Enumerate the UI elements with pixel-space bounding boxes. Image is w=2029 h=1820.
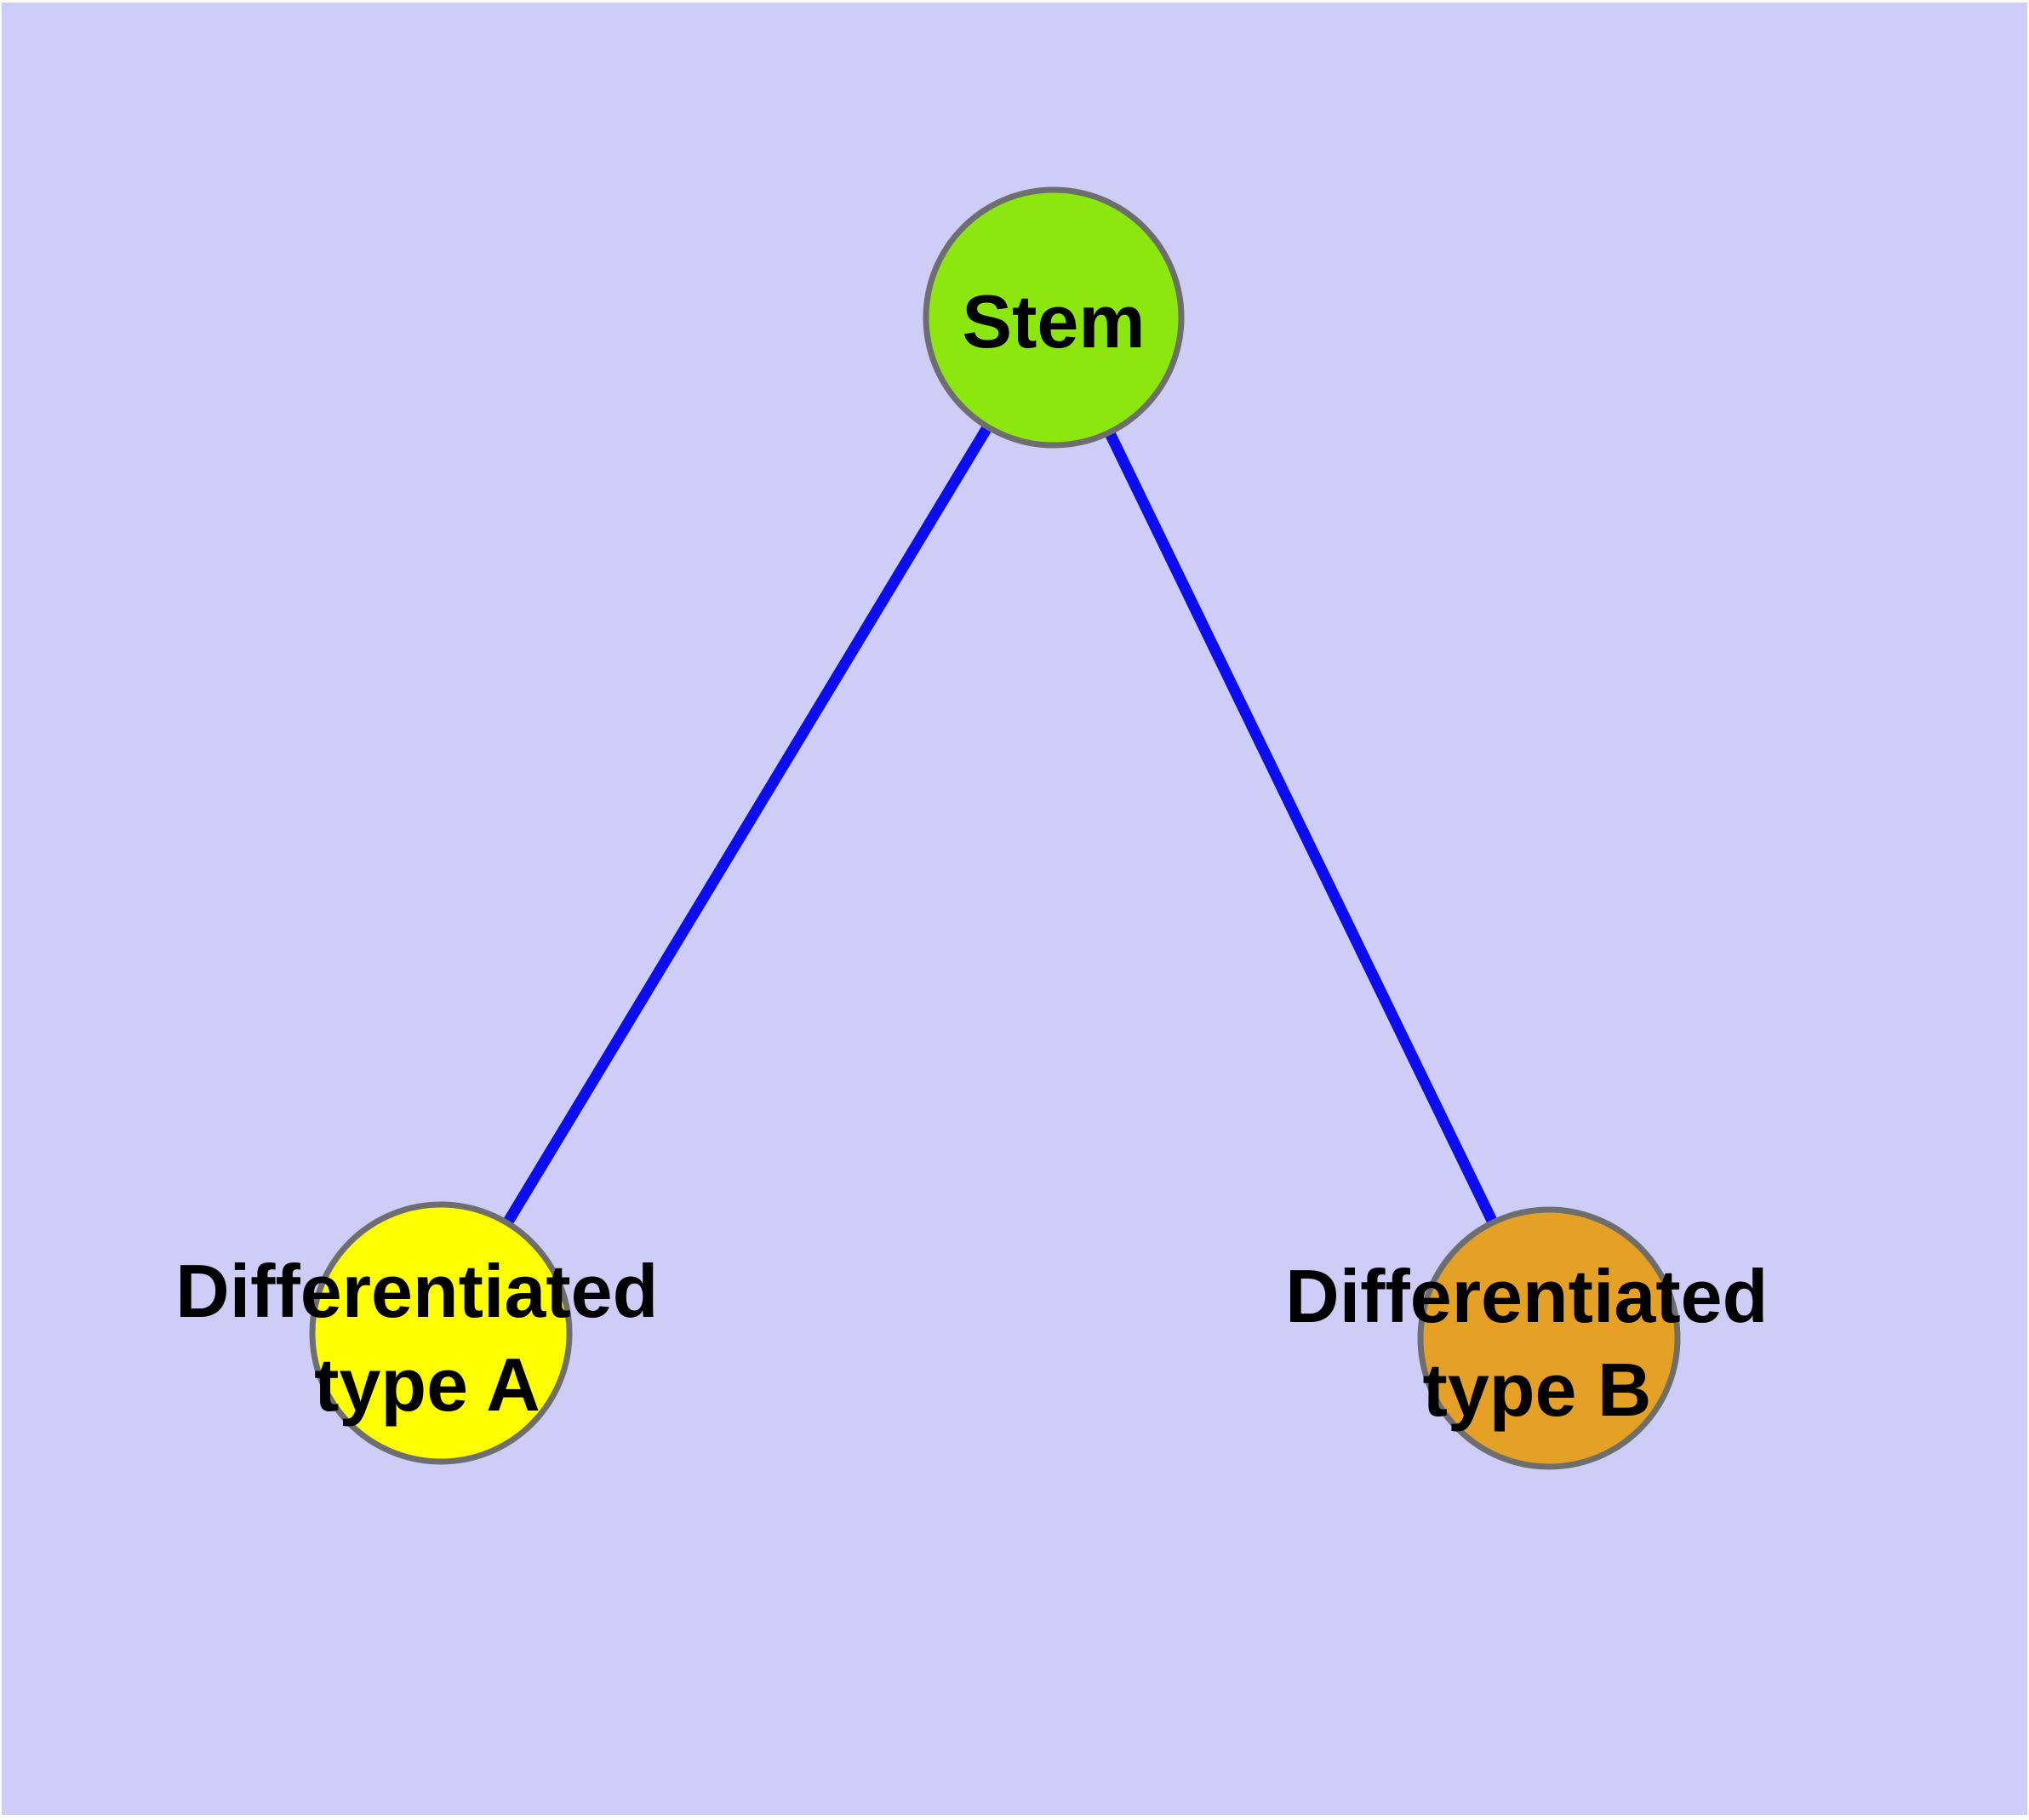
node-type-a-label: Differentiated type A (175, 1249, 679, 1427)
edge-stem-type-b (1049, 315, 1554, 1341)
node-type-a-label-line1: Differentiated (175, 1249, 658, 1333)
node-type-a (309, 1201, 573, 1465)
node-type-b-label: Differentiated type B (1285, 1254, 1789, 1432)
node-type-b-label-line1: Differentiated (1285, 1254, 1768, 1338)
node-stem-label: Stem (962, 279, 1145, 363)
edge-stem-type-a (436, 314, 1059, 1336)
node-stem (923, 186, 1185, 449)
node-type-b (1417, 1206, 1681, 1470)
node-type-b-label-line2: type B (1423, 1348, 1652, 1432)
node-type-a-label-line2: type A (314, 1342, 540, 1427)
